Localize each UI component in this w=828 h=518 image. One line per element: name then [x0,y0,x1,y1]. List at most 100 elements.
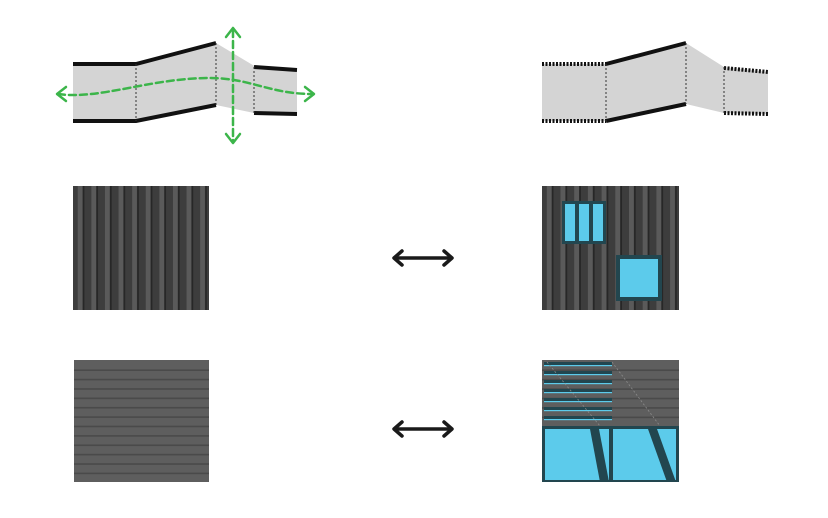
vertical-stripe [560,186,566,310]
flow-arrowhead-left [55,85,68,103]
plan-transformed-outline-top [605,41,687,66]
horizontal-line [74,453,209,456]
square-window [616,255,662,301]
horizontal-cladding-original [74,360,209,482]
glazing-wall [542,426,679,482]
vertical-stripe [628,186,634,310]
plan-original-outline-top-right [253,65,298,72]
flow-arrowhead-down [224,132,242,145]
double-headed-arrow-icon [392,249,454,267]
plan-transformed-outline-bottom [605,102,687,123]
vertical-stripe-edge [191,186,194,310]
vertical-stripe-edge [551,186,554,310]
horizontal-line [542,378,679,381]
vertical-cladding-with-windows [542,186,679,310]
louvre-highlight [544,401,612,403]
vertical-cladding-original [73,186,209,310]
plan-transformed-perforated-top-2 [723,66,769,74]
vertical-stripe-edge [123,186,126,310]
horizontal-line [74,406,209,409]
window-pane-1 [565,204,575,241]
vertical-stripe-edge [150,186,153,310]
window-strip-group [562,201,606,244]
window-pane-square [620,259,658,297]
vertical-stripe-edge [177,186,180,310]
horizontal-line [74,472,209,475]
vertical-stripe [118,186,124,310]
louvre-blade [544,416,612,419]
swap-arrow-head-right-2 [442,420,454,438]
horizontal-line [74,388,209,390]
vertical-stripe [642,186,648,310]
diagonal-brace-right [648,429,676,482]
vertical-stripe-edge [205,186,207,310]
swap-arrow-head-left-1 [392,249,404,267]
vertical-cladding-stripes-2 [546,186,677,310]
vertical-stripe [172,186,178,310]
louvre-blade [544,362,612,365]
vertical-stripe-edge [606,186,609,310]
horizontal-line [542,369,679,372]
vertical-stripe [587,186,593,310]
plan-original-outline-bottom-right [253,111,298,116]
plan-transformed-perforated-bottom-2 [723,111,769,116]
swap-arrow-head-left-2 [392,420,404,438]
horizontal-line [74,369,209,371]
horizontal-cladding-lines [74,369,209,475]
vertical-stripe-edge [579,186,581,310]
vertical-stripe-edge [82,186,85,310]
vertical-cladding-stripes [77,186,207,310]
louvre-highlight [544,419,612,421]
vertical-stripe-edge [675,186,677,310]
louvre-highlight [544,410,612,412]
horizontal-line [74,444,209,447]
horizontal-line [74,425,209,428]
louvre-highlight [544,365,612,367]
window-pane-2 [579,204,589,241]
horizontal-line [74,378,209,381]
vertical-stripe [104,186,110,310]
vertical-stripe [601,186,607,310]
louvre-blade [544,371,612,374]
horizontal-line [74,463,209,465]
vertical-stripe [546,186,552,310]
vertical-stripe-edge [164,186,167,310]
vertical-stripe [574,186,579,310]
louvre-highlight [544,374,612,376]
vertical-stripe-edge [565,186,568,310]
plan-original-volume [73,43,297,121]
horizontal-cladding-with-glazing [542,360,679,482]
vertical-stripe-edge [647,186,650,310]
louvre-highlight [544,392,612,394]
plan-transformed [542,41,769,123]
vertical-stripe-edge [620,186,623,310]
horizontal-line [74,416,209,418]
horizontal-line [74,435,209,437]
vertical-stripe [77,186,83,310]
vertical-stripe-edge [634,186,636,310]
vertical-stripe [132,186,137,310]
vertical-stripe [91,186,97,310]
vertical-stripe-edge [109,186,112,310]
vertical-stripe-edge [96,186,99,310]
double-headed-arrow-icon [392,420,454,438]
vertical-stripe [670,186,675,310]
four-way-arrow-icon [55,26,316,145]
louvre-highlight [544,383,612,385]
louvre-blade [544,407,612,410]
vertical-stripe [159,186,165,310]
vertical-stripe [615,186,621,310]
diagonal-guide-1 [546,361,601,427]
horizontal-line [74,397,209,400]
swap-arrow-head-right-1 [442,249,454,267]
vertical-stripe [186,186,192,310]
vertical-stripe [200,186,205,310]
window-pane-3 [593,204,603,241]
vertical-stripe-edge [592,186,595,310]
plan-original [55,26,316,145]
flow-arrowhead-up [224,26,242,39]
diagonal-brace-left [590,429,609,482]
vertical-stripe-edge [137,186,139,310]
vertical-stripe [656,186,662,310]
